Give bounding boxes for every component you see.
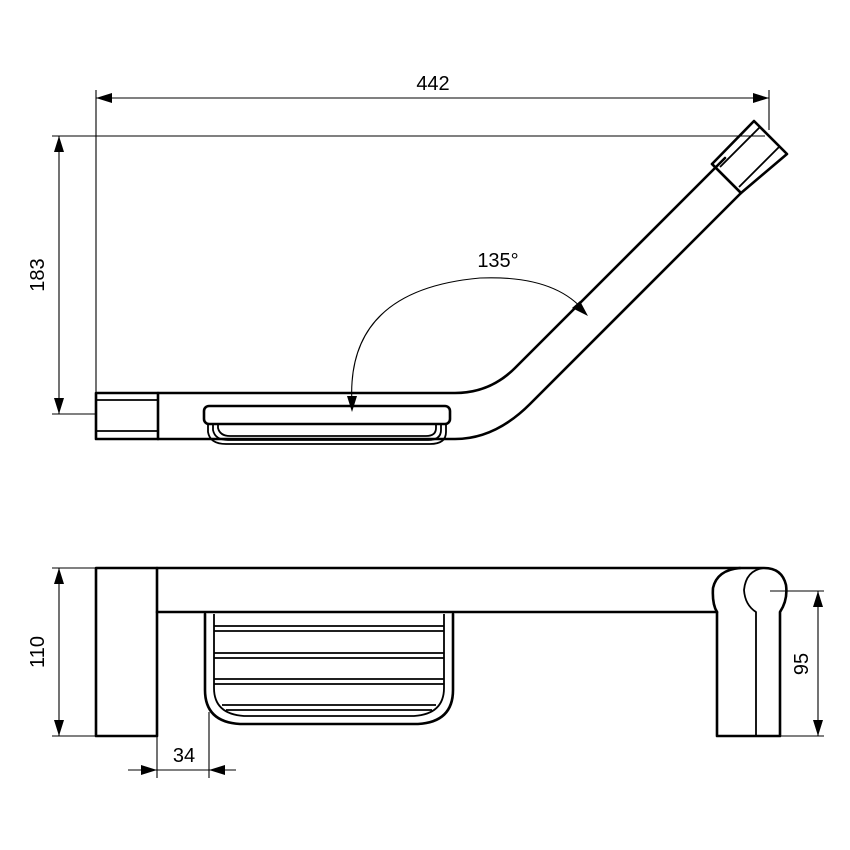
angled-bar	[156, 156, 743, 441]
dimension-offset-34: 34	[128, 712, 236, 778]
dimension-label-34: 34	[173, 745, 195, 767]
soap-basket-top	[202, 404, 452, 445]
dimension-label-442: 442	[416, 73, 449, 95]
front-view: 110 95	[27, 566, 824, 778]
dimension-height-183: 183	[27, 135, 765, 415]
arrow-up-icon	[54, 136, 64, 152]
arrow-up-icon	[813, 591, 823, 607]
left-flange	[94, 391, 160, 441]
arrow-right-icon	[753, 93, 769, 103]
arrow-down-icon	[347, 396, 357, 412]
arrow-right-icon	[141, 765, 157, 775]
arrow-left-icon	[209, 765, 225, 775]
right-post-front	[711, 566, 788, 738]
bar-front	[155, 566, 742, 614]
left-flange-front	[94, 566, 159, 738]
dimension-height-110: 110	[27, 567, 96, 737]
arrow-down-icon	[54, 720, 64, 736]
top-view: 442 183	[27, 73, 789, 445]
arrow-up-icon	[54, 568, 64, 584]
dimension-width: 442	[95, 73, 770, 396]
right-flange	[710, 119, 789, 195]
dimension-height-95: 95	[770, 590, 824, 737]
dimension-label-135: 135°	[477, 250, 518, 272]
soap-basket-front	[203, 612, 455, 726]
arrow-down-icon	[54, 398, 64, 414]
arrow-left-icon	[96, 93, 112, 103]
arrow-diagonal-icon	[572, 301, 588, 316]
arrow-down-icon	[813, 720, 823, 736]
angle-dimension: 135°	[347, 250, 588, 412]
dimension-label-95: 95	[791, 653, 813, 675]
dimension-label-183: 183	[27, 258, 49, 291]
dimension-label-110: 110	[27, 636, 49, 668]
